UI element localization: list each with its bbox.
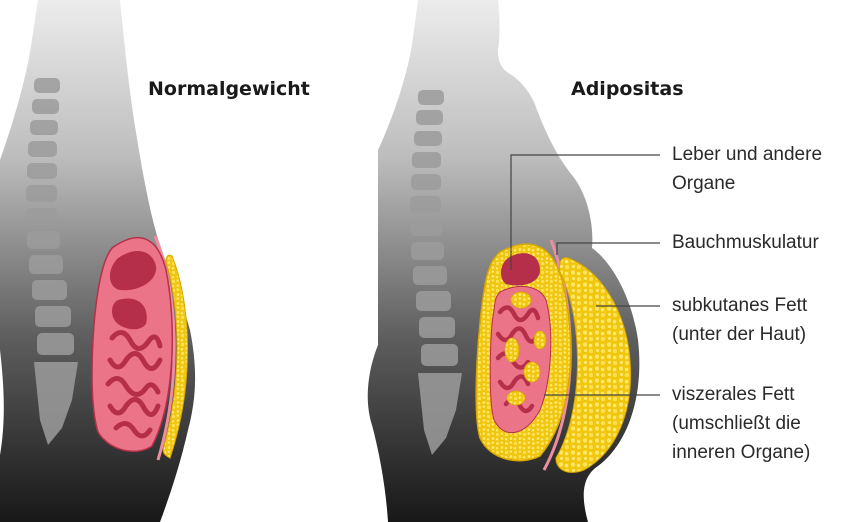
organs-label-line1: Leber und andere <box>672 140 822 169</box>
subcutaneous-label-line2: (unter der Haut) <box>672 320 807 349</box>
subcutaneous-label: subkutanes Fett (unter der Haut) <box>672 291 807 349</box>
subcutaneous-label-line1: subkutanes Fett <box>672 291 807 320</box>
visceral-label: viszerales Fett (umschließt die inneren … <box>672 380 810 467</box>
visceral-label-line1: viszerales Fett <box>672 380 810 409</box>
muscle-label-line1: Bauchmuskulatur <box>672 228 819 257</box>
obese-panel-title: Adipositas <box>571 78 684 100</box>
organs-label: Leber und andere Organe <box>672 140 822 198</box>
visceral-label-line3: inneren Organe) <box>672 438 810 467</box>
organs-label-line2: Organe <box>672 169 822 198</box>
normal-panel-title: Normalgewicht <box>148 78 310 100</box>
visceral-label-line2: (umschließt die <box>672 409 810 438</box>
muscle-label: Bauchmuskulatur <box>672 228 819 257</box>
